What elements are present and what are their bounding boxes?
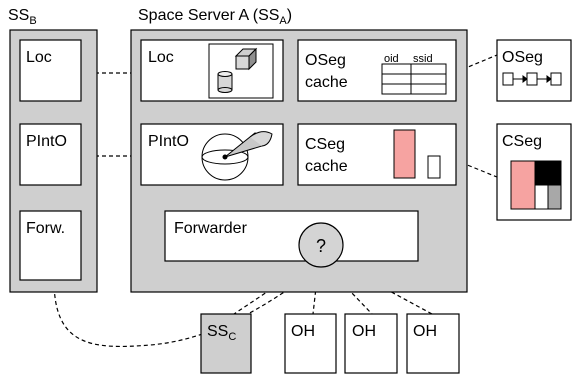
cseg-cache-label-line1: CSeg — [305, 136, 345, 153]
ssa-loc-label: Loc — [148, 49, 174, 66]
question-node[interactable] — [298, 222, 344, 268]
forwarder-label: Forwarder — [174, 220, 248, 237]
oh-label-1: OH — [291, 323, 315, 340]
question-label: ? — [316, 236, 326, 256]
linked-boxes-icon — [502, 72, 562, 86]
oh-label-2: OH — [352, 323, 376, 340]
cube-and-cylinder-icon — [208, 43, 274, 99]
segment-blocks-icon — [510, 160, 562, 210]
ssb-forw-box[interactable] — [19, 210, 82, 281]
oh-box-3[interactable] — [406, 313, 460, 374]
cseg-cache-label-line2: cache — [305, 158, 348, 175]
segment-blocks-icon — [393, 129, 441, 179]
ssb-pinto-box[interactable] — [19, 123, 82, 186]
ssc-label: SSC — [207, 323, 236, 343]
table-icon — [381, 63, 447, 95]
sphere-with-cone-icon — [201, 131, 273, 181]
forwarder-box[interactable] — [164, 210, 419, 262]
ssb-forw-label: Forw. — [26, 220, 65, 237]
oh-box-1[interactable] — [284, 313, 337, 374]
oseg-cache-box[interactable] — [297, 39, 457, 102]
ssc-box[interactable] — [200, 313, 252, 374]
oh-box-2[interactable] — [344, 313, 398, 374]
oseg-cache-oid-header: oid — [384, 53, 399, 65]
ssb-loc-box[interactable] — [19, 39, 82, 102]
connector-forw-question — [53, 265, 322, 348]
oseg-external-box[interactable] — [496, 39, 572, 102]
ssa-title: Space Server A (SSA) — [138, 7, 292, 27]
oseg-cache-label-line1: OSeg — [305, 52, 346, 69]
oseg-cache-label-line2: cache — [305, 74, 348, 91]
ssa-pinto-label: PIntO — [148, 133, 189, 150]
ssb-loc-label: Loc — [26, 49, 52, 66]
cseg-external-label: CSeg — [502, 133, 542, 150]
ssb-pinto-label: PIntO — [26, 133, 67, 150]
oseg-external-label: OSeg — [502, 49, 543, 66]
oseg-cache-ssid-header: ssid — [413, 53, 433, 65]
oh-label-3: OH — [413, 323, 437, 340]
ssb-title: SSB — [8, 7, 37, 27]
